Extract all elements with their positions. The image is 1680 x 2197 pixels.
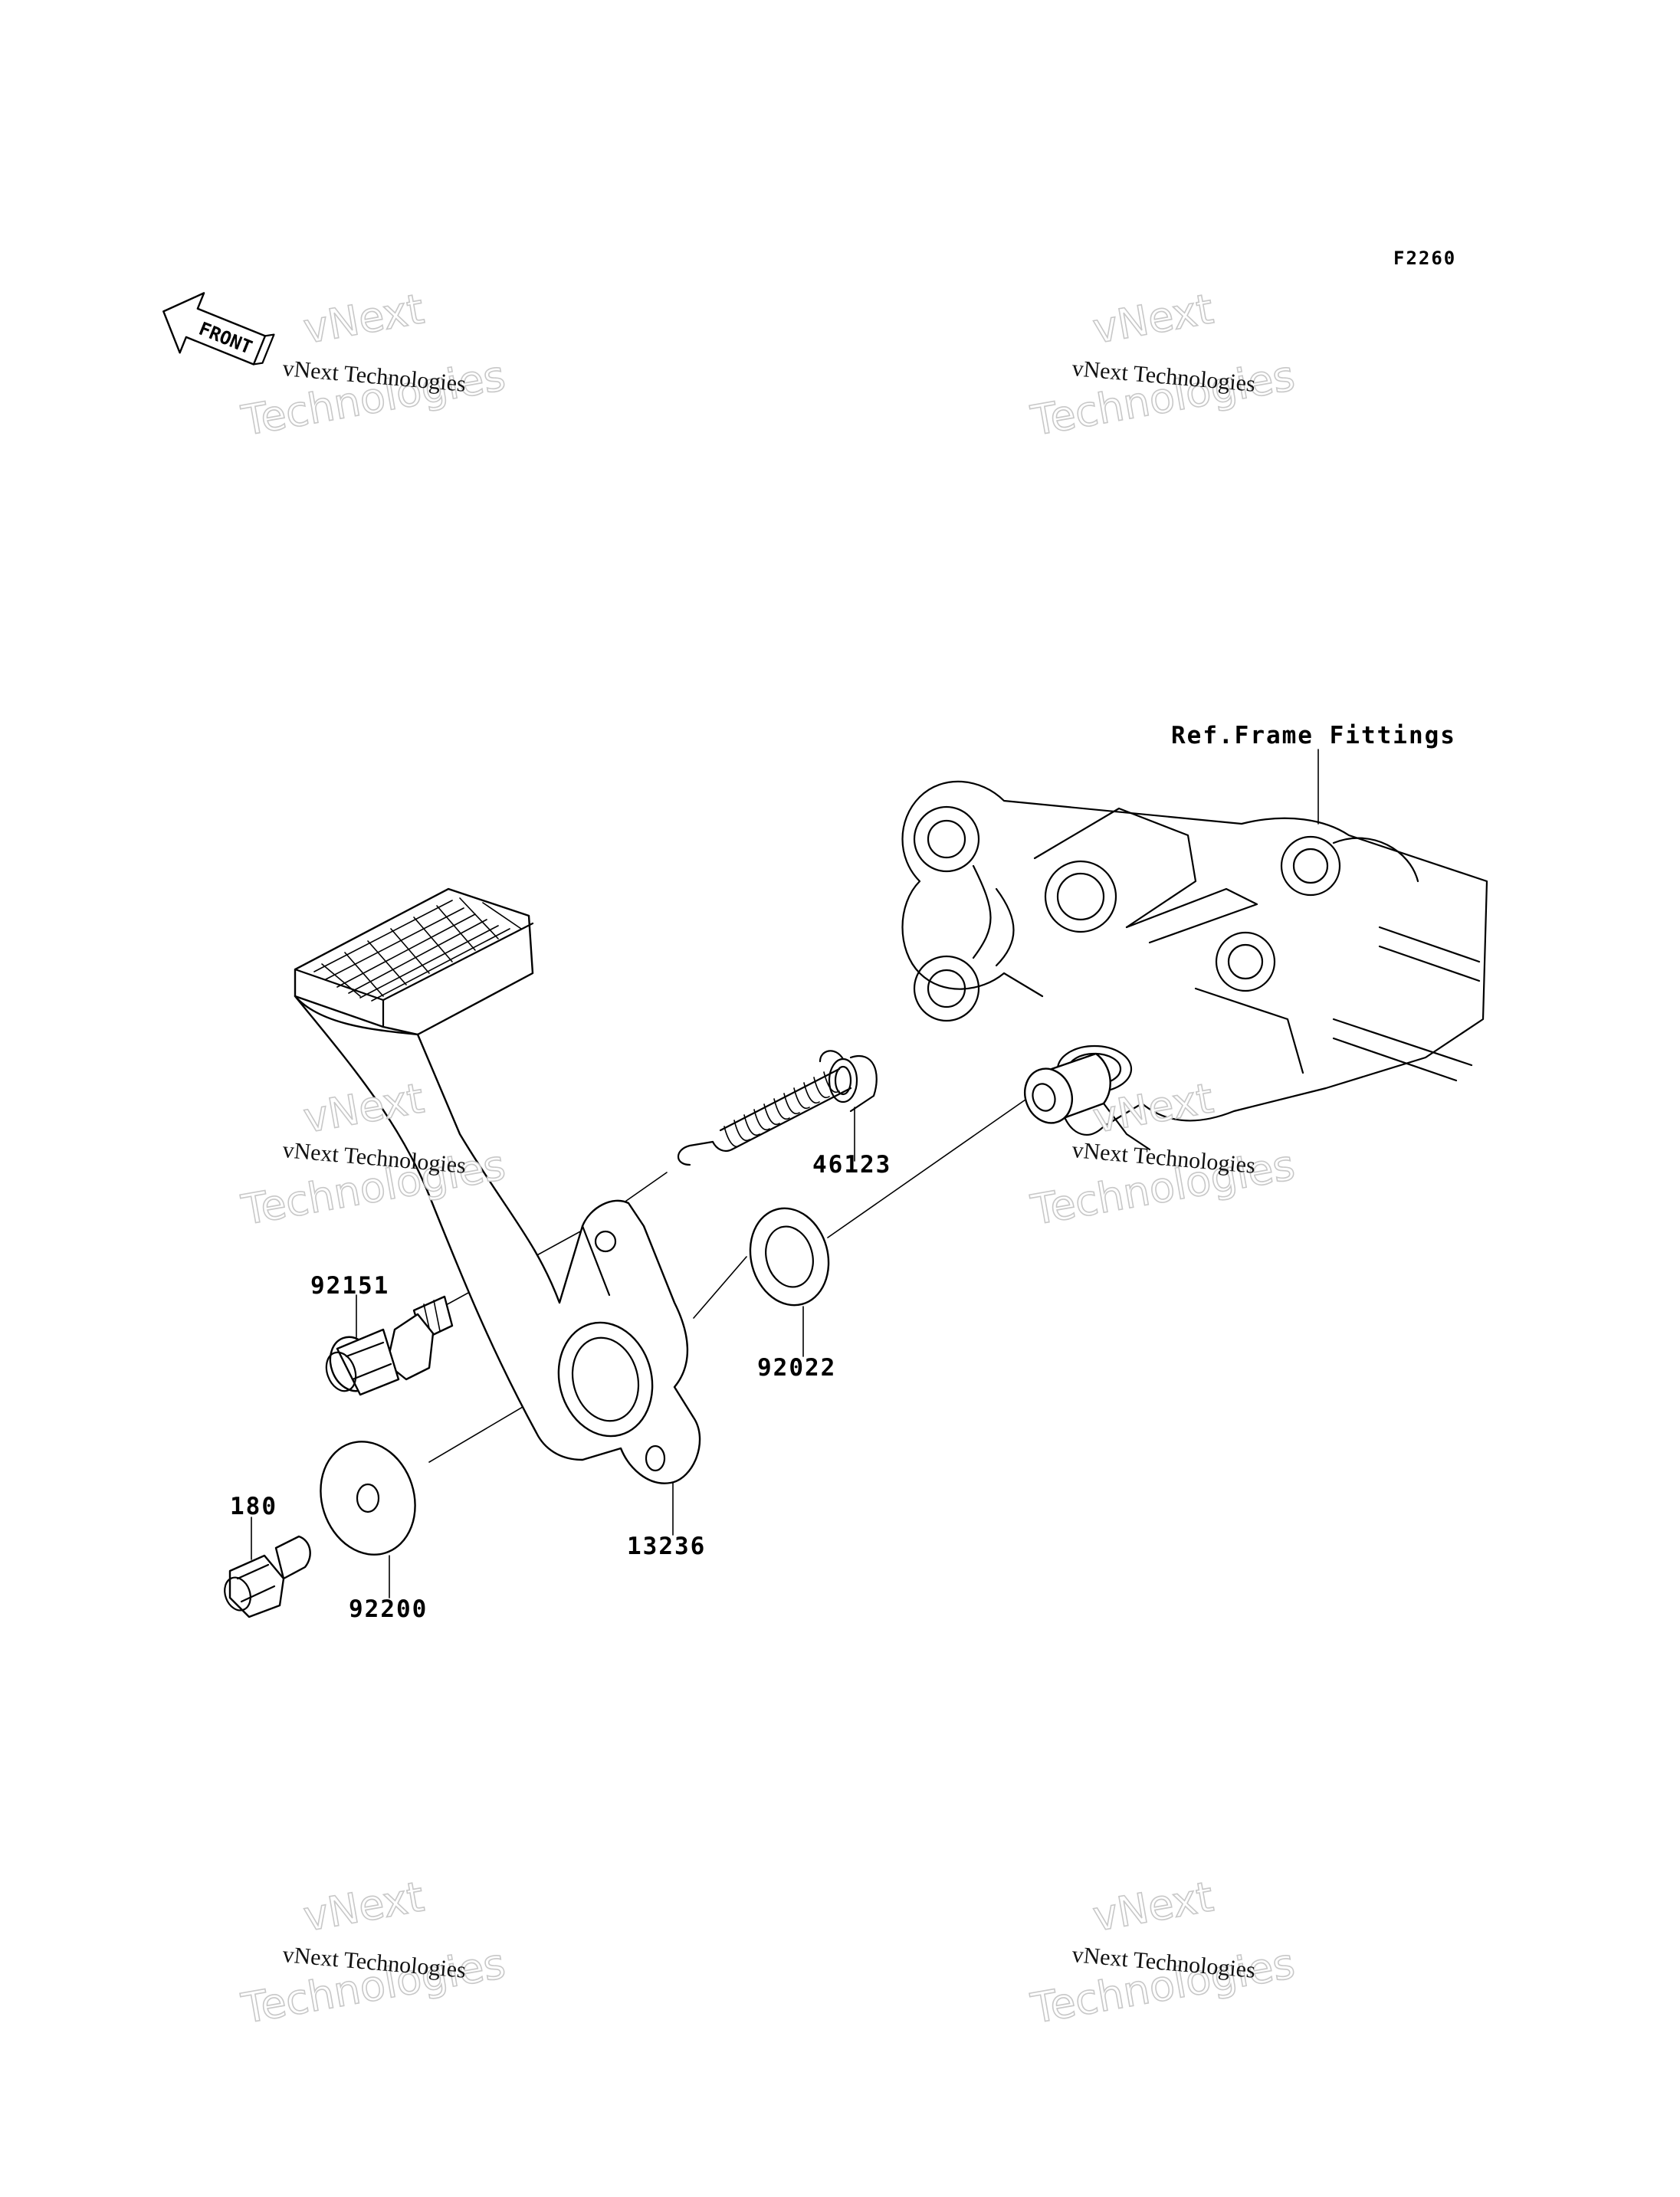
watermark-bottom-right: vNext Technologies vNext Technologies [1027, 1872, 1299, 2034]
washer-92022 [749, 1207, 830, 1307]
washer-92200 [320, 1441, 416, 1556]
frame-fitting [901, 780, 1488, 1151]
part-13236-label[interactable]: 13236 [627, 1533, 706, 1560]
watermark-top-left: vNext Technologies vNext Technologies [238, 284, 510, 446]
spring-46123 [677, 1050, 878, 1166]
brake-pedal-13236 [294, 887, 701, 1484]
svg-text:vNext: vNext [300, 284, 427, 353]
pad-grip-pattern [313, 897, 522, 1002]
svg-text:vNext: vNext [1089, 1872, 1216, 1940]
washer-92022-leader-line [693, 1256, 747, 1319]
diagram-code: F2260 [1393, 248, 1456, 269]
watermark-bottom-left: vNext Technologies vNext Technologies [238, 1872, 510, 2034]
ref-frame-fittings-label: Ref.Frame Fittings [1171, 722, 1456, 749]
svg-text:vNext: vNext [300, 1872, 427, 1940]
bolt-92151 [325, 1295, 454, 1396]
shaft-leader-line [827, 1099, 1026, 1238]
part-92151-label[interactable]: 92151 [310, 1272, 389, 1300]
part-180-label[interactable]: 180 [230, 1493, 277, 1520]
part-92200-label[interactable]: 92200 [349, 1595, 428, 1623]
svg-text:vNext: vNext [1089, 284, 1216, 353]
front-direction-arrow-icon: FRONT [162, 292, 275, 366]
part-46123-label[interactable]: 46123 [812, 1151, 891, 1179]
watermark-top-right: vNext Technologies vNext Technologies [1027, 284, 1299, 446]
part-92022-label[interactable]: 92022 [757, 1354, 836, 1382]
bolt-180 [224, 1535, 311, 1618]
